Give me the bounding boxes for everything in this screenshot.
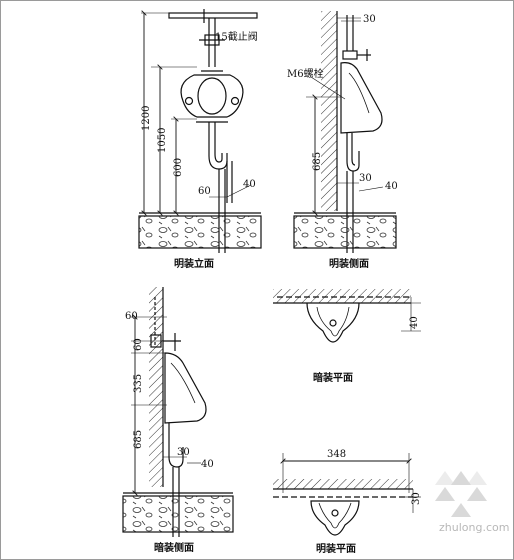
dim-40-concealed: 40 [201, 459, 214, 470]
urinal-plan-concealed [306, 302, 360, 343]
dim-600: 600 [173, 158, 184, 177]
urinal-front [180, 70, 244, 123]
side-view [293, 11, 397, 253]
dim-1050: 1050 [157, 128, 168, 153]
concealed-plan-view [273, 289, 421, 343]
valve-label: 15截止阀 [215, 30, 258, 43]
urinal-concealed [164, 352, 207, 424]
dim-30-top: 30 [363, 14, 376, 25]
caption-exposed-plan: 明装平面 [316, 542, 356, 555]
dim-30: 30 [359, 173, 372, 184]
dim-30-concealed: 30 [177, 447, 190, 458]
dim-40: 40 [243, 179, 256, 190]
front-view [138, 9, 262, 253]
dim-685-concealed: 685 [133, 430, 144, 449]
urinal-plan-exposed [310, 500, 360, 536]
urinal-side [340, 62, 383, 134]
dim-60: 60 [198, 186, 211, 197]
concealed-side-view [122, 287, 234, 537]
supply-pipe [168, 12, 258, 19]
exposed-plan-view [273, 453, 421, 536]
dim-40-side: 40 [385, 181, 398, 192]
dim-60-top: 60 [125, 311, 138, 322]
caption-concealed-side: 暗装侧面 [154, 541, 194, 554]
dim-335: 335 [133, 374, 144, 393]
watermark-logo [435, 471, 487, 517]
dim-30-plan: 30 [411, 492, 422, 505]
watermark-text: zhulong.com [439, 521, 509, 534]
dim-348: 348 [327, 449, 346, 460]
dim-40-plan: 40 [409, 316, 420, 329]
dim-1200: 1200 [141, 106, 152, 131]
caption-side: 明装侧面 [329, 257, 369, 270]
dim-685: 685 [312, 152, 323, 171]
caption-front: 明装立面 [174, 257, 214, 270]
dim-60-valve: 60 [133, 338, 144, 351]
bolt-label: M6螺栓 [287, 67, 324, 80]
caption-concealed-plan: 暗装平面 [313, 371, 353, 384]
